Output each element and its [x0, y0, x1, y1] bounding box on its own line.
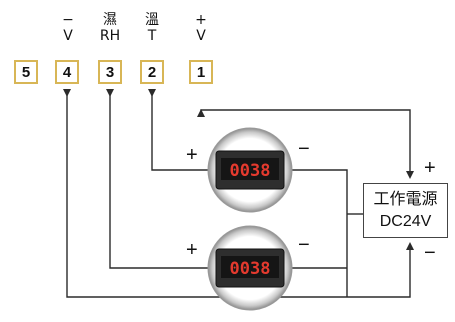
terminal-2-label: T: [147, 28, 157, 44]
top-panel-meter: 0038: [207, 127, 293, 213]
terminal-4-label: V: [63, 28, 73, 44]
psu-title: 工作電源: [373, 190, 438, 208]
power-supply-box: 工作電源 DC24V: [363, 183, 448, 238]
terminal-3-sign: 濕: [103, 12, 117, 28]
terminal-4-sign: −: [62, 12, 74, 28]
bottom-meter-plus: +: [186, 239, 198, 261]
psu-plus: +: [424, 157, 436, 179]
terminal-3-label: RH: [99, 28, 121, 44]
terminal-1-sign: +: [195, 12, 207, 28]
psu-minus: −: [424, 242, 436, 264]
terminal-2-sign: 溫: [145, 12, 159, 28]
bottom-meter-minus: −: [298, 234, 310, 256]
bottom-meter-reading: 0038: [230, 259, 271, 279]
bottom-panel-meter: 0038: [207, 225, 293, 311]
top-meter-reading: 0038: [230, 161, 271, 181]
top-meter-plus: +: [186, 144, 198, 166]
terminal-2: 2: [140, 60, 164, 84]
terminal-4: 4: [55, 60, 79, 84]
terminal-5: 5: [14, 60, 38, 84]
terminal-1: 1: [189, 60, 213, 84]
terminal-3: 3: [98, 60, 122, 84]
psu-voltage: DC24V: [379, 212, 432, 230]
wire-temperature: [148, 89, 208, 171]
wire-top-meter-minus: [292, 169, 348, 297]
top-meter-minus: −: [298, 138, 310, 160]
terminal-1-label: V: [196, 28, 206, 44]
